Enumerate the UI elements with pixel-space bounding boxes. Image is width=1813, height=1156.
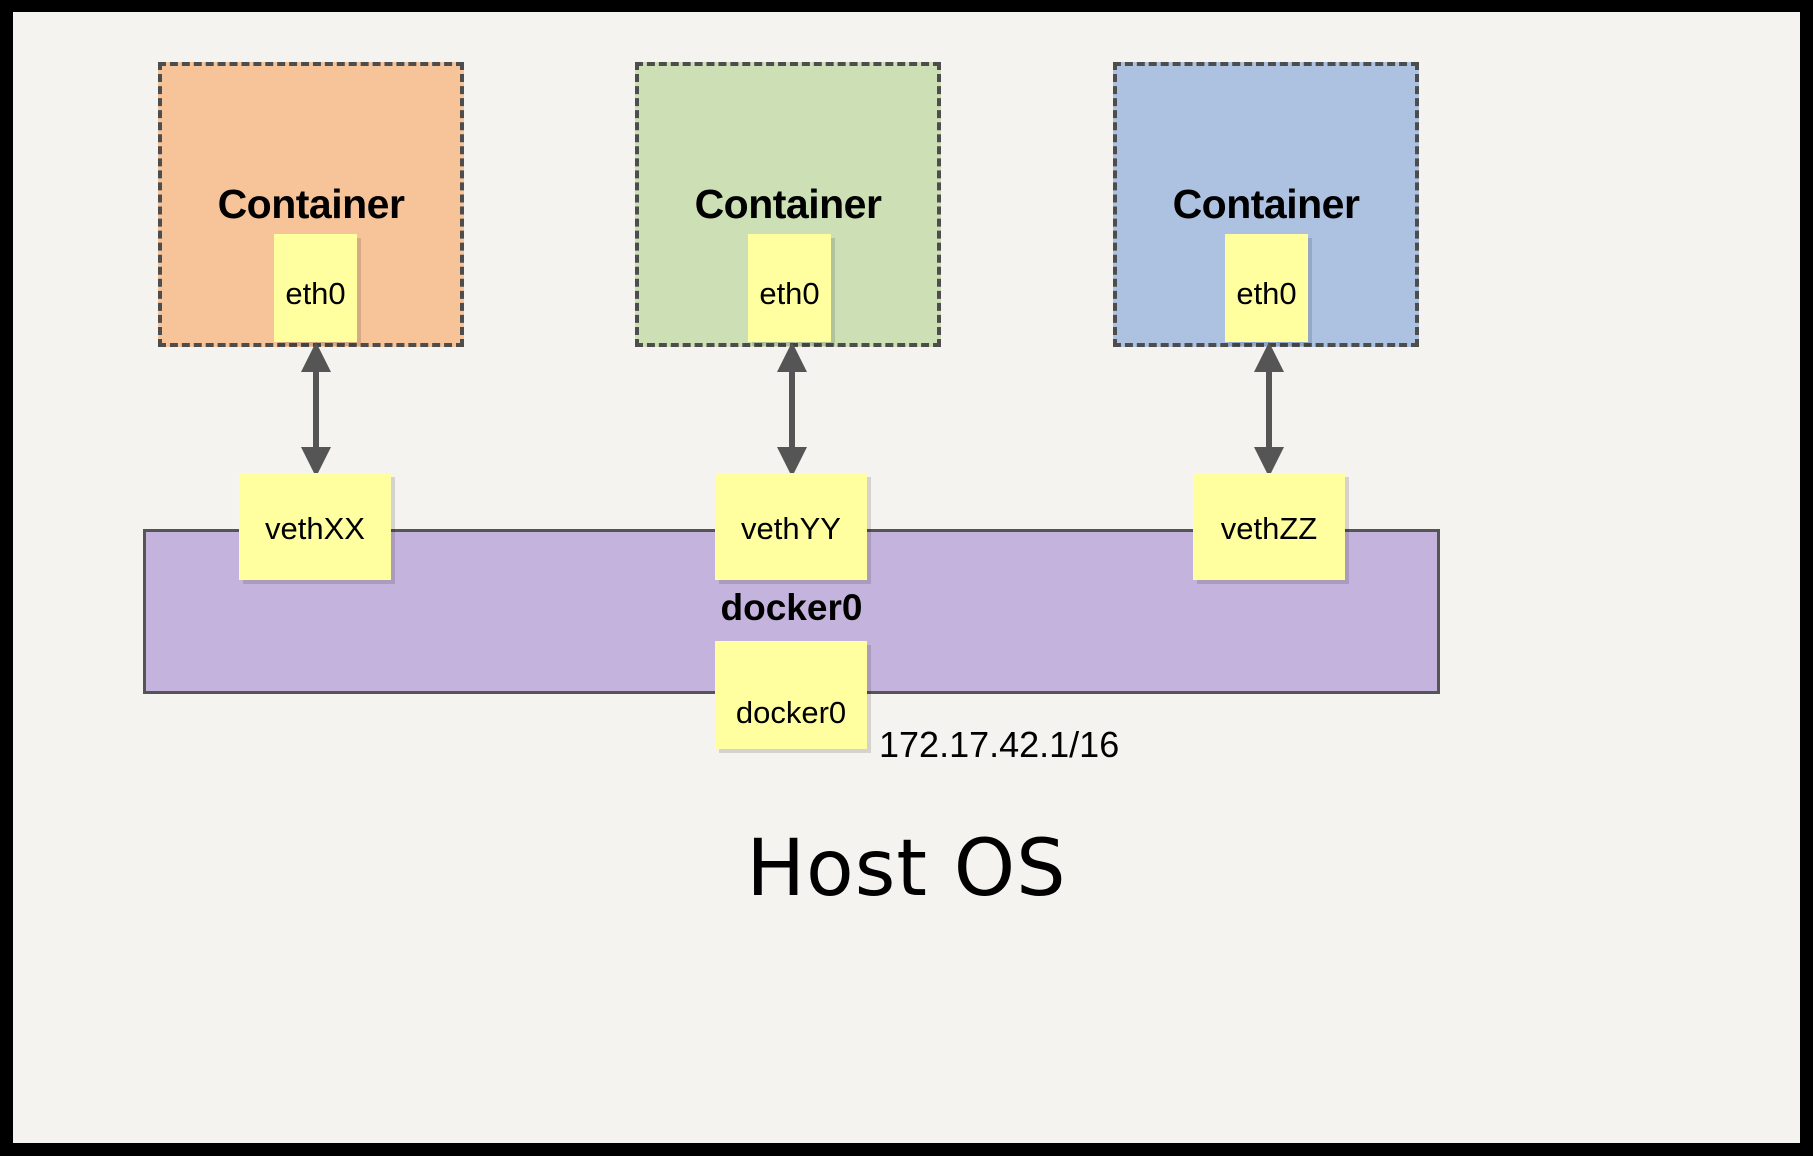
eth0-label-2: eth0 [759,276,820,311]
veth-pair-arrow-3 [1254,342,1284,477]
veth-label-3: vethZZ [1220,511,1318,546]
docker0-note-box[interactable]: docker0 [715,641,867,749]
veth-label-1: vethXX [265,511,365,546]
veth-box-1[interactable]: vethXX [239,473,391,580]
eth0-label-3: eth0 [1236,276,1297,311]
container-title-2: Container [694,181,882,227]
docker0-bridge-label: docker0 [720,587,863,628]
veth-box-2[interactable]: vethYY [715,473,867,580]
veth-pair-arrow-2 [777,342,807,477]
eth0-label-1: eth0 [285,276,346,311]
veth-label-2: vethYY [741,511,841,546]
docker0-note-label: docker0 [735,695,847,730]
docker0-ip-label: 172.17.42.1/16 [879,724,1120,765]
host-os-label: Host OS [746,824,1067,914]
container-title-1: Container [217,181,405,227]
eth0-box-2[interactable]: eth0 [748,234,831,342]
container-title-3: Container [1172,181,1360,227]
eth0-box-3[interactable]: eth0 [1225,234,1308,342]
veth-pair-arrow-1 [301,342,331,477]
eth0-box-1[interactable]: eth0 [274,234,357,342]
diagram-canvas: docker0 Container eth0 vethXX Container … [13,12,1800,1143]
veth-box-3[interactable]: vethZZ [1193,473,1345,580]
